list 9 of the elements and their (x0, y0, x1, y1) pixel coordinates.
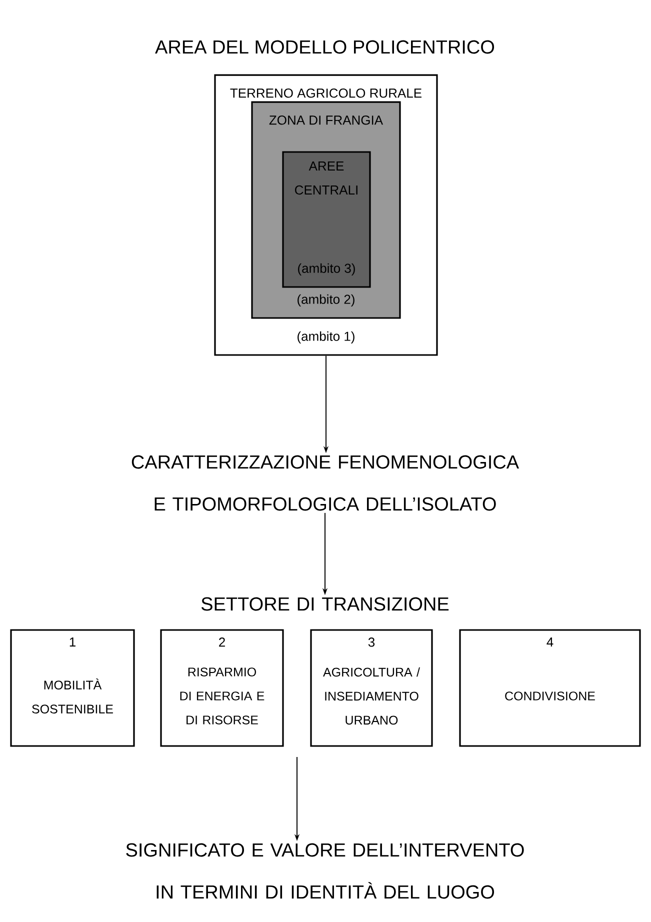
sector-box: 4 CONDIVISIONE (459, 629, 641, 747)
sector-box: 3 AGRICOLTURA / INSEDIAMENTO URBANO (310, 629, 433, 747)
stage-text: CARATTERIZZAZIONE FENOMENOLOGICA E TIPOMORFOLOGICA DELL’ISOLATO (132, 455, 520, 511)
zone-box: AREE CENTRALI (ambito 3) (282, 151, 371, 288)
heading: AREA DEL MODELLO POLICENTRICO (155, 40, 494, 54)
stage-text: SIGNIFICATO E VALORE DELL’INTERVENTO IN TERMINI DI IDENTITÀ DEL LUOGO (126, 843, 524, 899)
sector-box: 2 RISPARMIO DI ENERGIA E DI RISORSE (160, 629, 284, 747)
sector-box: 1 MOBILITÀ SOSTENIBILE (10, 629, 135, 747)
stage-text: SETTORE DI TRANSIZIONE (201, 597, 449, 611)
